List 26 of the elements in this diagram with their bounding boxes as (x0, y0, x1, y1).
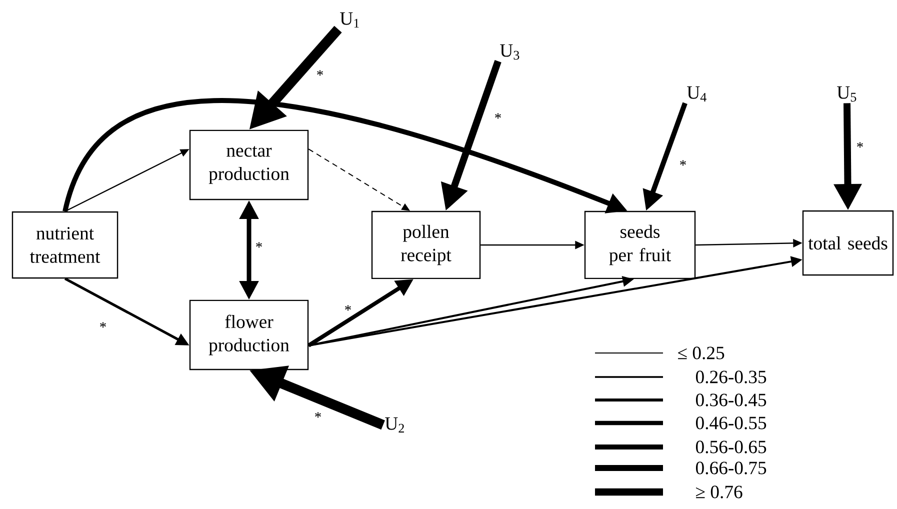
significance-asterisk: * (856, 142, 864, 152)
legend-label: 0.46-0.55 (696, 416, 766, 430)
significance-asterisk: * (98, 322, 108, 332)
error-term-label: U$_{2}$ (385, 417, 404, 433)
error-term-label: U$_{5}$ (837, 86, 856, 102)
variable-box: nutrient treatment (12, 211, 118, 279)
variable-box: total seeds (802, 210, 894, 276)
legend-label: 0.66-0.75 (696, 462, 766, 474)
legend-label: 0.26-0.35 (696, 370, 766, 384)
error-term-label: U$_{3}$ (500, 44, 520, 60)
significance-asterisk: * (678, 160, 688, 170)
legend-label: ≤ 0.25 (678, 346, 724, 360)
significance-asterisk: * (344, 304, 352, 316)
significance-asterisk: * (316, 70, 324, 80)
variable-box: seeds per fruit (584, 210, 696, 280)
legend-label: ≥ 0.76 (696, 486, 742, 498)
variable-box: nectar production (189, 130, 309, 200)
significance-asterisk: * (494, 112, 502, 124)
significance-asterisk: * (314, 412, 322, 422)
variable-box: flower production (189, 300, 309, 370)
legend-label: 0.36-0.45 (696, 394, 766, 406)
variable-box: pollen receipt (371, 210, 481, 280)
legend-label: 0.56-0.65 (696, 440, 766, 454)
significance-asterisk: * (254, 242, 264, 252)
error-term-label: U$_{1}$ (340, 12, 359, 28)
error-term-label: U$_{4}$ (687, 86, 706, 102)
